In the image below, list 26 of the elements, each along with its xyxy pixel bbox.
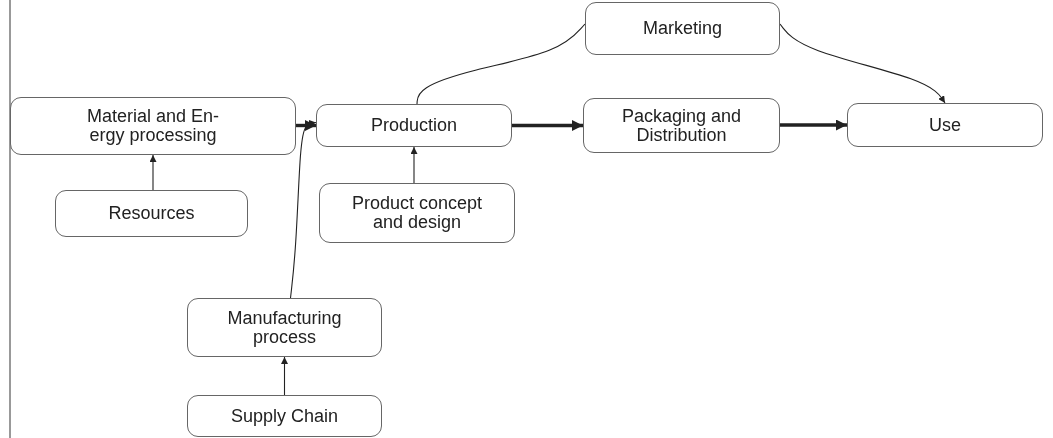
- process-box: [583, 98, 780, 153]
- arrow: [289, 119, 317, 299]
- node-label: Supply Chain: [230, 406, 339, 426]
- process-box: [316, 104, 512, 147]
- process-box: [187, 395, 382, 437]
- node-label: Product concept and design: [350, 194, 484, 232]
- process-box: [319, 183, 515, 243]
- arrow: [780, 119, 847, 131]
- node-label: Use: [929, 115, 961, 135]
- node-label: Resources: [108, 204, 195, 223]
- process-box: [847, 103, 1043, 147]
- process-box: [10, 97, 296, 155]
- node-label: Material and En- ergy processing: [85, 107, 221, 145]
- node-label: Production: [370, 116, 458, 135]
- node-label: Packaging and Distribution: [620, 106, 743, 145]
- process-box: [187, 298, 382, 357]
- arrow: [149, 154, 157, 191]
- arrow: [281, 356, 288, 396]
- node-label: Manufacturing process: [226, 308, 343, 347]
- arrow: [779, 23, 946, 104]
- process-box: [55, 190, 248, 237]
- process-box: [585, 2, 780, 55]
- node-label: Marketing: [643, 19, 722, 38]
- arrow: [410, 146, 418, 184]
- arrow: [296, 120, 316, 131]
- arrow: [512, 120, 583, 131]
